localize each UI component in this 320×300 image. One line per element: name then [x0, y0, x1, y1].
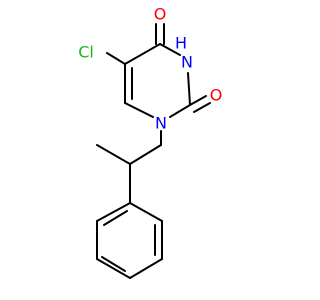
- bonds: [96, 23, 211, 279]
- ring-nitrogen-label: N: [155, 114, 167, 133]
- bond-ch2-ch: [129, 144, 162, 165]
- bond-n3-c2: [187, 72, 191, 106]
- phenyl-bond-4: [96, 258, 131, 279]
- carbonyl-oxygen-top-label: O: [154, 5, 167, 24]
- atom-labels: Cl O H N O N: [78, 5, 222, 133]
- structure-canvas: Cl O H N O N: [78, 5, 222, 279]
- nh-hydrogen-label: H: [175, 34, 187, 53]
- phenyl-double-3: [103, 210, 128, 226]
- bond-c4-n3: [159, 43, 181, 56]
- molecule-diagram: Cl O H N O N: [78, 5, 222, 279]
- bond-c5-c4: [124, 43, 161, 65]
- bond-c2-o-double: [193, 102, 211, 113]
- nh-nitrogen-label: N: [181, 53, 193, 72]
- phenyl-bond-3: [129, 258, 163, 279]
- bond-ch-ch3: [96, 144, 131, 165]
- bond-c2-n1: [169, 104, 191, 118]
- carbonyl-oxygen-right-label: O: [210, 86, 223, 105]
- chlorine-label: Cl: [78, 43, 94, 62]
- bond-n1-c6: [124, 102, 154, 118]
- phenyl-double-2: [101, 256, 126, 272]
- bond-c2-o: [189, 95, 207, 106]
- phenyl-bond-6: [96, 202, 131, 222]
- bond-c5-cl: [106, 52, 126, 65]
- phenyl-bond-1: [129, 202, 163, 222]
